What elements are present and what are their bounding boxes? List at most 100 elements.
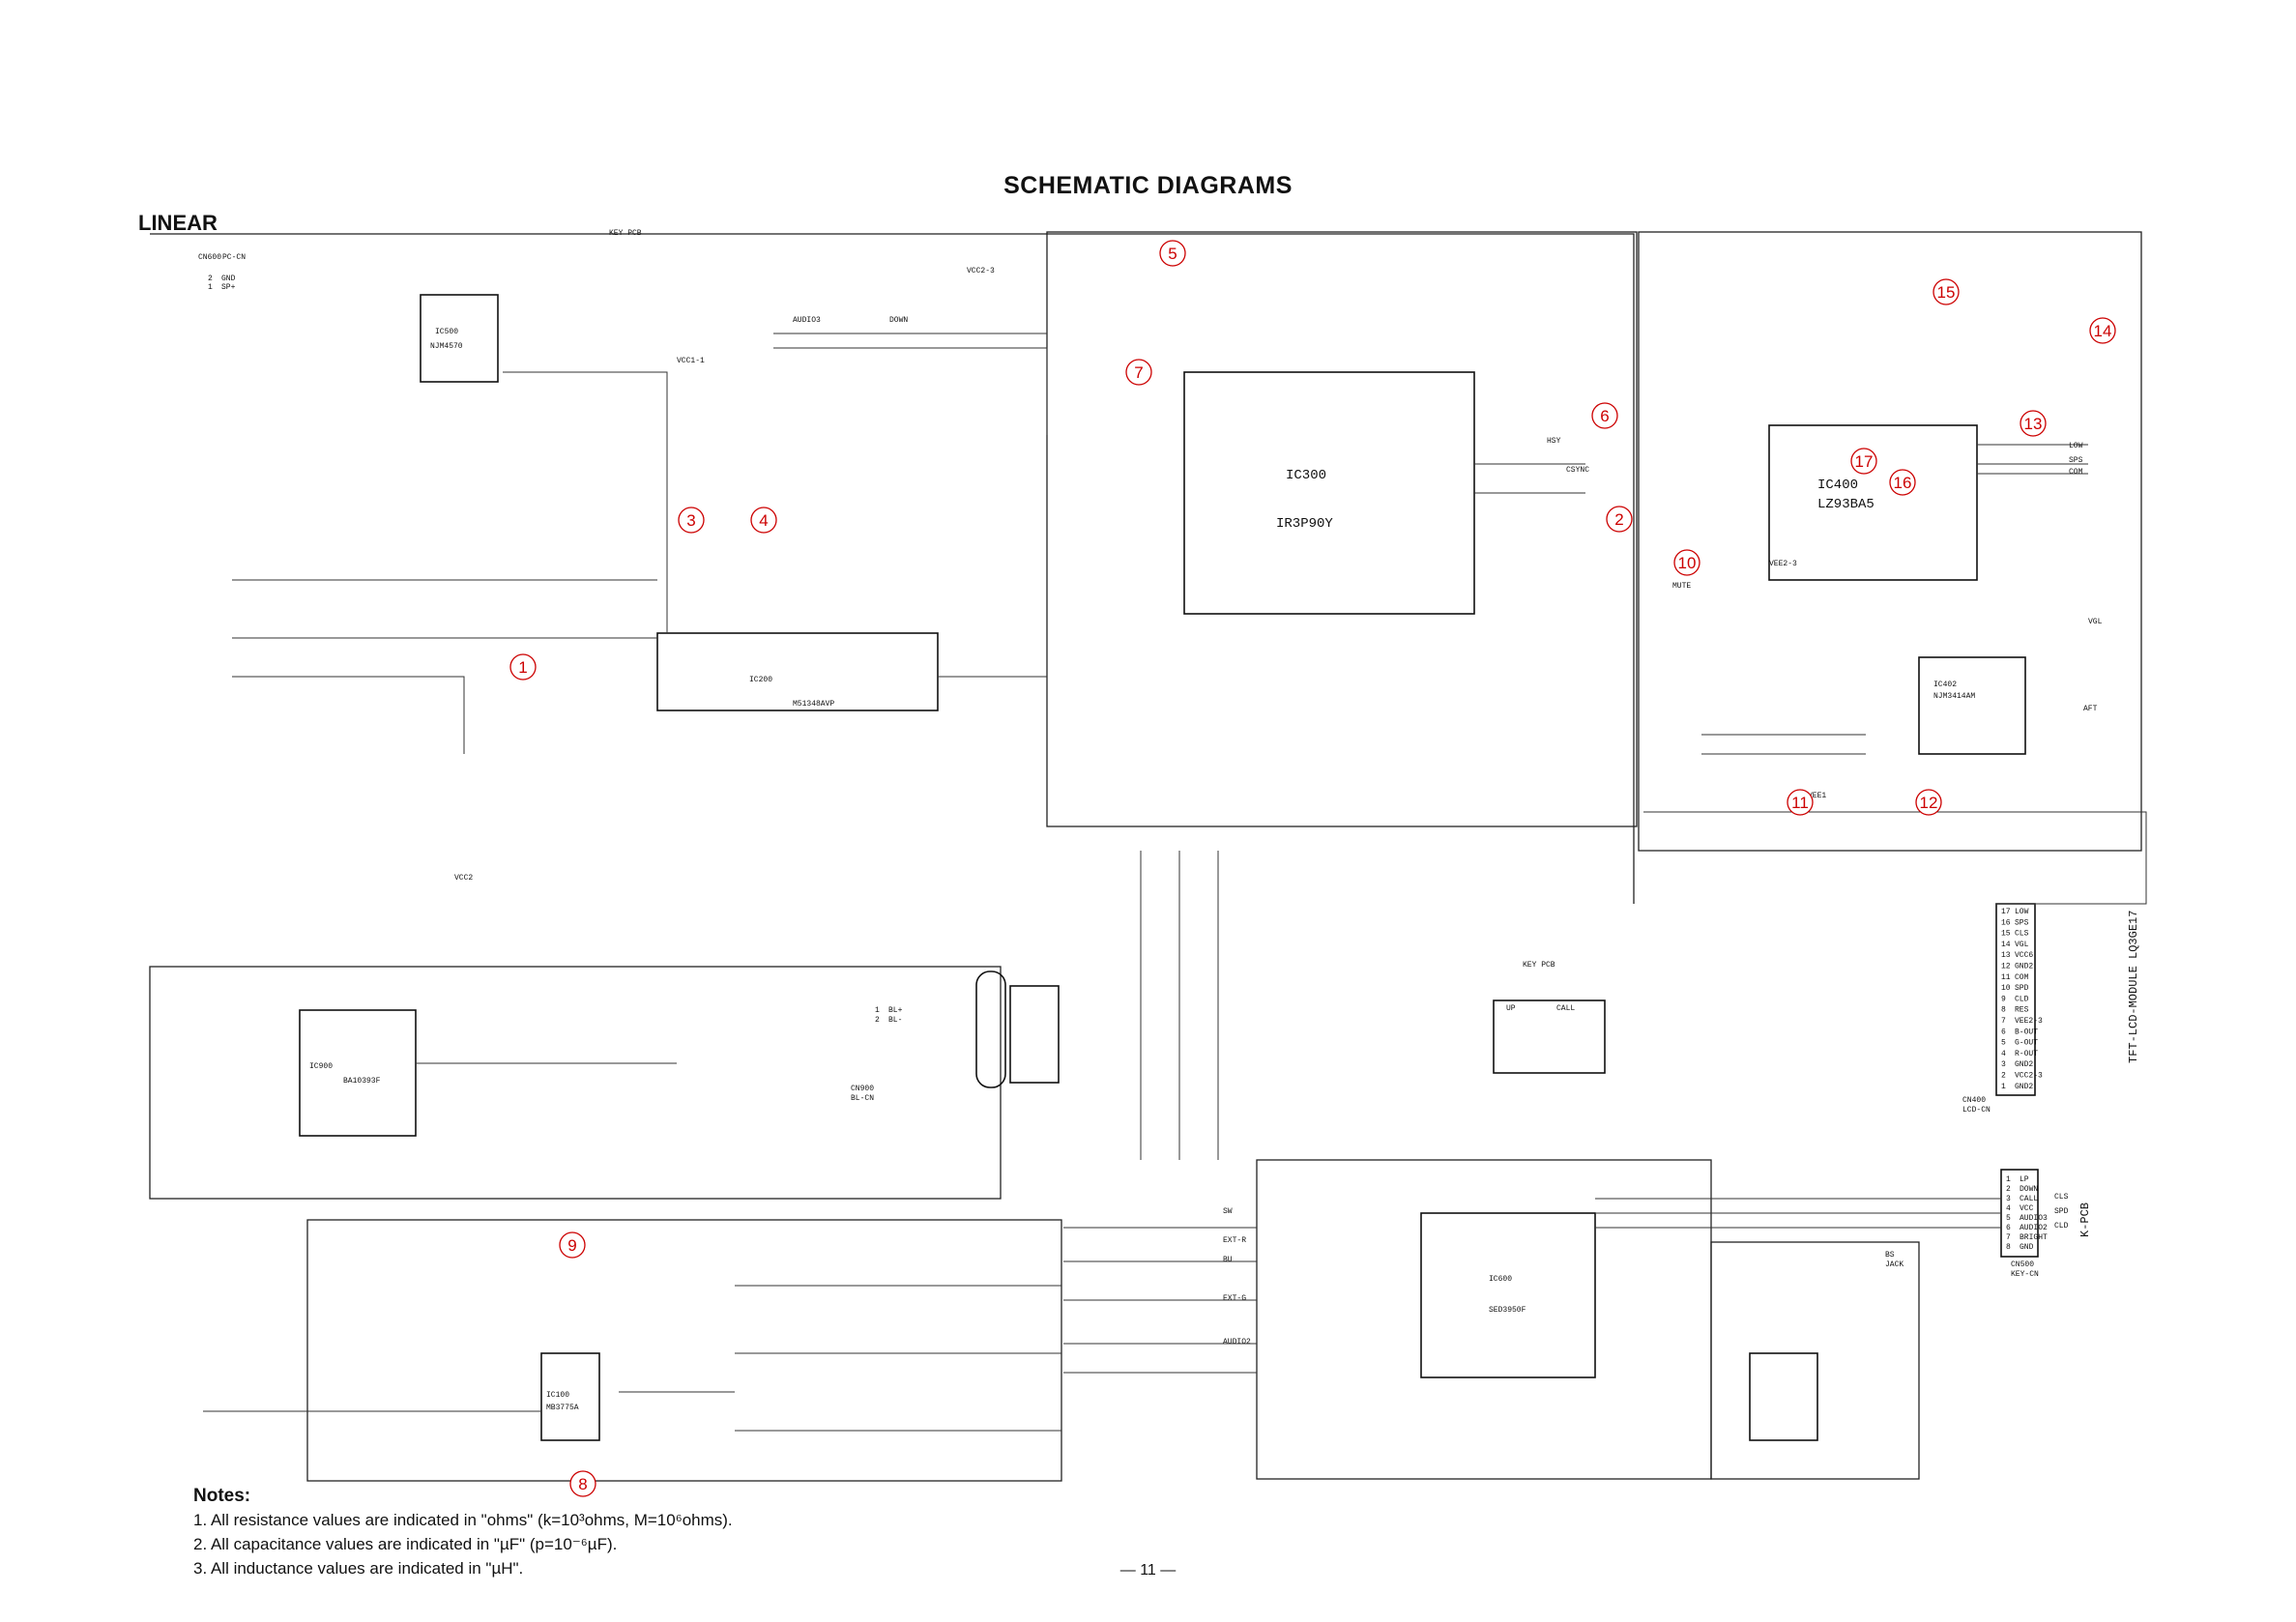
pin-number: 2 [208,275,213,283]
pin-label: SPD [2015,984,2029,993]
ic100-part: MB3775A [546,1404,579,1412]
cn900-name: BL-CN [851,1094,874,1103]
pin-number: 6 [2006,1224,2011,1232]
ic900-ref: IC900 [309,1062,333,1071]
cn500-name: KEY-CN [2011,1270,2039,1279]
callout-circle [1159,240,1186,267]
ic402-body [1918,656,2026,755]
callout-number: 15 [1937,283,1956,302]
pin-number: 3 [2001,1060,2006,1069]
pin-label: LP [2020,1175,2029,1184]
callout-circle [678,507,705,534]
page-title: SCHEMATIC DIAGRAMS [1003,172,1293,199]
pin-number: 1 [208,283,213,292]
notes: Notes: 1. All resistance values are indi… [193,1484,733,1580]
pin-number: 3 [2006,1195,2011,1203]
callout-number: 16 [1894,474,1912,492]
pin-label: VEE2-3 [2015,1017,2043,1026]
net-label: LOW [2069,442,2083,450]
ic400-body [1768,424,1978,581]
net-label: VCC1-1 [677,357,705,365]
pin-number: 15 [2001,930,2011,939]
pin-label: AUDIO3 [2020,1214,2048,1223]
callout-number: 11 [1791,794,1809,812]
net-label: CLD [2054,1222,2069,1231]
pin-label: CLD [2015,995,2029,1003]
ic400-part: LZ93BA5 [1817,497,1875,512]
callout-number: 12 [1920,794,1938,812]
pin-number: 1 [875,1006,880,1015]
ic100-ref: IC100 [546,1391,569,1400]
pin-label: GND [221,275,236,283]
ic400-ref: IC400 [1817,478,1858,493]
callout-circle [1787,789,1814,816]
pin-number: 16 [2001,918,2011,927]
callout-circle [509,653,537,681]
pin-number: 2 [2006,1185,2011,1194]
pin-label: B-OUT [2015,1028,2038,1036]
pin-label: GND2 [2015,1060,2033,1069]
pin-number: 4 [2001,1050,2006,1058]
ic500-ref: IC500 [435,328,458,336]
pin-label: VGL [2015,941,2029,949]
ic600-part: SED3950F [1489,1306,1526,1315]
pin-number: 1 [2001,1083,2006,1091]
callout-number: 13 [2024,415,2043,433]
net-label: VGL [2088,618,2103,626]
callout-number: 1 [518,658,527,677]
pin-number: 1 [2006,1175,2011,1184]
pin-number: 17 [2001,908,2011,916]
net-label: UP [1506,1004,1516,1013]
pin-number: 5 [2001,1039,2006,1048]
pin-number: 8 [2001,1006,2006,1015]
net-label: EXT-R [1223,1236,1246,1245]
ic501-body [1749,1352,1818,1441]
pin-label: VCC2-3 [2015,1072,2043,1081]
ic600-frame [1256,1159,1712,1480]
callout-circle [1125,359,1152,386]
net-label: HSY [1547,437,1561,446]
net-label: MUTE [1672,582,1691,591]
net-label: SW [1223,1207,1233,1216]
cn900-ref: CN900 [851,1085,874,1093]
pin-label: COM [2015,973,2029,982]
ic501-frame [1710,1241,1920,1480]
callout-number: 6 [1600,407,1609,425]
pin-label: R-OUT [2015,1050,2038,1058]
pin-number: 6 [2001,1028,2006,1036]
ic300-ref: IC300 [1286,468,1326,483]
key-pcb-frame [1493,999,1606,1074]
key-pcb-label: KEY PCB [1523,961,1555,970]
pin-label: RES [2015,1006,2029,1015]
net-label: AUDIO2 [1223,1338,1251,1347]
callout-circle [1591,402,1618,429]
net-label: AFT [2083,705,2098,713]
callout-circle [2020,410,2047,437]
ic200-body [656,632,939,711]
callout-number: 4 [759,511,768,530]
callout-number: 9 [567,1236,576,1255]
callout-circle [2089,317,2116,344]
board-outline-top [150,233,1635,904]
pin-number: 7 [2006,1233,2011,1242]
pin-number: 10 [2001,984,2011,993]
ic600-body [1420,1212,1596,1378]
pin-number: 4 [2006,1204,2011,1213]
callout-number: 8 [578,1475,587,1493]
pin-label: BRIGHT [2020,1233,2048,1242]
note-3: 3. All inductance values are indicated i… [193,1559,524,1578]
net-label: SPD [2054,1207,2069,1216]
lamp [975,970,1006,1088]
pin-number: 7 [2001,1017,2006,1026]
net-label: DOWN [889,316,908,325]
ic500-part: NJM4570 [430,342,463,351]
callout-circle [1915,789,1942,816]
pin-label: SPS [2015,918,2029,927]
net-label: SPS [2069,456,2083,465]
ic200-ref: IC200 [749,676,772,684]
pin-label: GND [2020,1243,2034,1252]
callout-number: 2 [1614,510,1623,529]
